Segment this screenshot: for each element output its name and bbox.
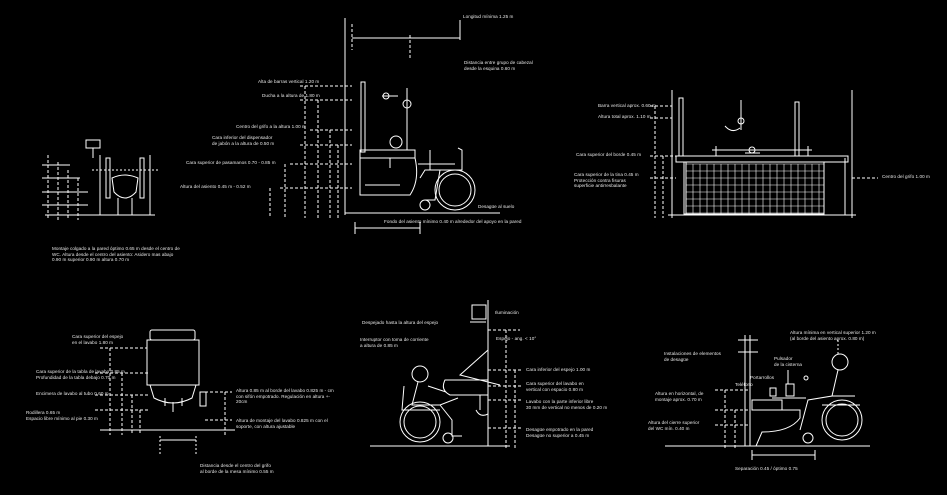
wc-side-tel-label: Teléfono bbox=[735, 382, 753, 387]
shower-section bbox=[270, 18, 500, 234]
wc-front-view bbox=[42, 140, 158, 220]
mirror-illumination-label: Iluminación bbox=[495, 310, 519, 315]
bathtub-grab-height-label: Altura total aprox. 1.10 m bbox=[598, 114, 651, 119]
sink-mirror-label: Cara superior del espejo en el lavabo 1.… bbox=[72, 334, 124, 345]
mirror-left-mid-label: Interruptor con toma de corriente a altu… bbox=[360, 337, 429, 348]
wc-side-top-label: Altura mínima en vertical superior 1.20 … bbox=[790, 330, 876, 341]
sink-right-top-label: Altura 0.85 m al borde del lavabo 0.825 … bbox=[236, 388, 334, 405]
wc-side-left1-label: Altura en horizontal, de montaje aprox. … bbox=[655, 391, 704, 402]
wc-side-view bbox=[665, 335, 870, 460]
bathtub-rim-label: Cara superior del borde 0.45 m bbox=[576, 152, 642, 157]
mirror-angle-label: Espejo - ang. < 10° bbox=[496, 336, 537, 341]
bathtub-grab-vertical-label: Barra vertical aprox. 0.60 m bbox=[598, 103, 656, 108]
wc-note: Montaje colgado a la pared óptimo 0.65 m… bbox=[52, 246, 180, 263]
bathtub-tiles bbox=[686, 164, 824, 214]
bathtub-center-label: Centro del grifo 1.00 m bbox=[882, 174, 930, 179]
shower-drain-label: Desagüe al suelo bbox=[478, 204, 515, 209]
shower-depth-label: Fondo del asiento mínimo 0.40 m alrededo… bbox=[384, 219, 522, 224]
shower-vertical-bar-label: Alta de barras vertical 1.20 m bbox=[258, 79, 320, 84]
sink-upper-label: Cara superior de la tabla de lavabo 0.85… bbox=[36, 369, 125, 380]
bathtub-floor-label: Cara superior de la tina 0.45 m Protecci… bbox=[574, 172, 639, 189]
sink-side-view bbox=[370, 300, 522, 450]
wc-side-bottom-label: Separación 0.45 / óptimo 0.75 bbox=[735, 466, 798, 471]
shower-head-label: Ducha a la altura de 1.80 m bbox=[262, 93, 320, 98]
wc-side-paper-label: Portarrollos bbox=[750, 375, 775, 380]
shower-bar-center-label: Centro del grifo a la altura 1.00 m bbox=[236, 124, 306, 129]
wc-side-installations-label: Instalaciones de elementos de desagüe bbox=[664, 351, 721, 362]
shower-seat-label: Cara inferior del dispensador de jabón a… bbox=[212, 135, 275, 146]
shower-seat-height-label: Altura del asiento 0.45 m - 0.52 m bbox=[180, 184, 251, 189]
sink-knee-label: Rodillera 0.65 m Espacio libre mínimo al… bbox=[26, 410, 98, 421]
mirror-r2-label: Cara superior del lavabo en vertical con… bbox=[526, 381, 584, 392]
mirror-r4-label: Desagüe empotrado en la pared Desagüe no… bbox=[526, 427, 594, 438]
mirror-r3-label: Lavabo con la parte inferior libre 30 mm… bbox=[526, 399, 608, 410]
wc-side-left2-label: Altura del cierre superior del WC mín. 0… bbox=[648, 420, 700, 431]
mirror-r1-label: Cara inferior del espejo 1.00 m bbox=[526, 367, 591, 372]
sink-front-view bbox=[95, 330, 235, 455]
shower-distance-label: Distancia entre grupo de cabezal desde l… bbox=[464, 60, 533, 71]
shower-length-label: Longitud mínima 1.25 m bbox=[463, 14, 514, 19]
sink-counter-label: Encimera de lavabo al tubo 0.60 m bbox=[36, 391, 109, 396]
wc-side-flush-label: Pulsador de la cisterna bbox=[774, 356, 803, 367]
shower-grab-label: Cara superior de pasamanos 0.70 - 0.85 m bbox=[186, 160, 276, 165]
sink-bottom-label: Distancia desde el centro del grifo al b… bbox=[200, 463, 274, 474]
mirror-left-top-label: Despejado hasta la altura del espejo bbox=[362, 320, 439, 325]
sink-right-mid-label: Altura de montaje del lavabo 0.825 m con… bbox=[236, 418, 328, 429]
bathtub-section bbox=[650, 90, 878, 218]
